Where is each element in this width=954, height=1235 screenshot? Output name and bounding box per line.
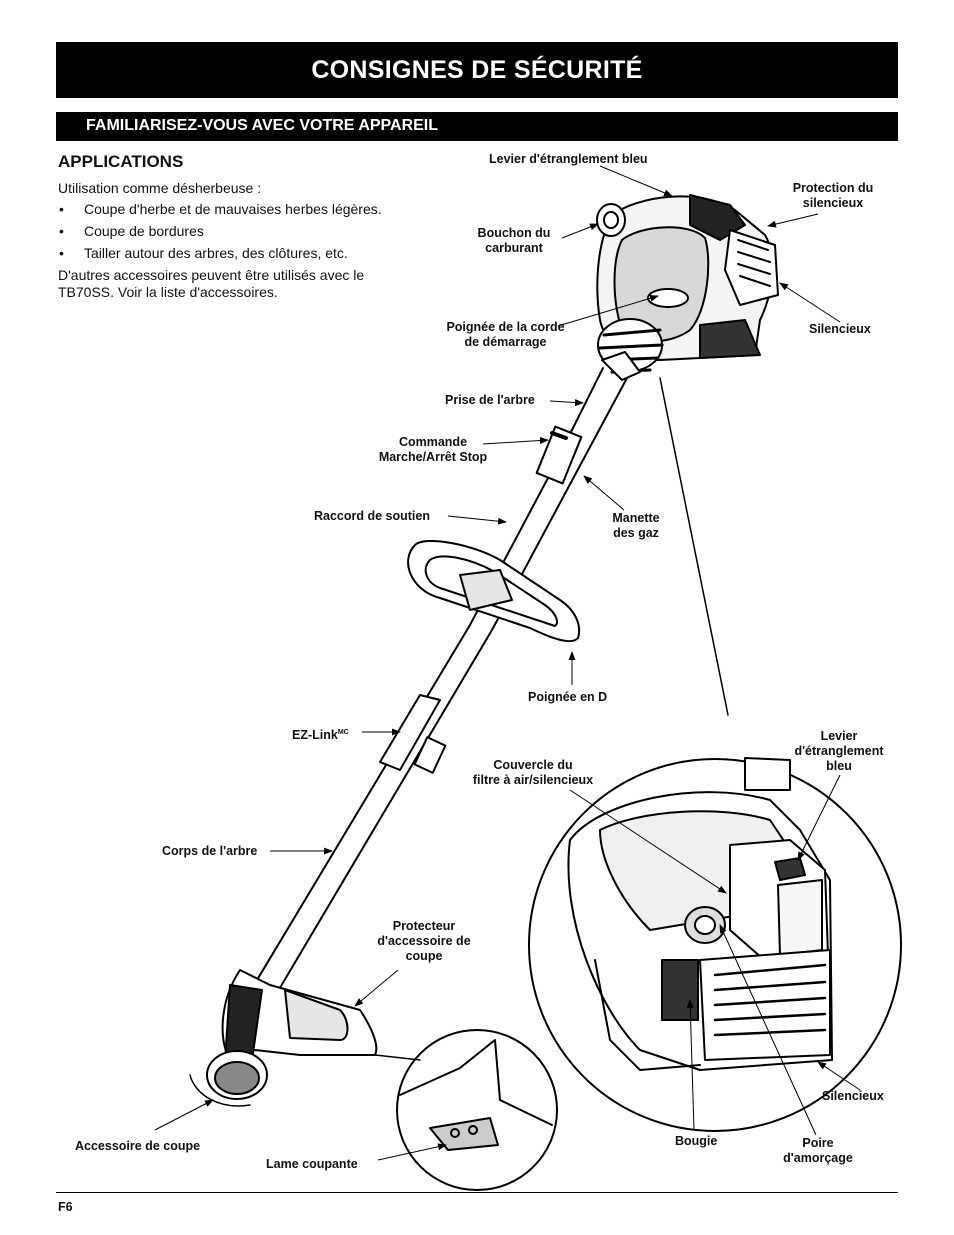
applications-heading: APPLICATIONS bbox=[58, 152, 184, 171]
label-muffler-guard-line-2: silencieux bbox=[802, 196, 864, 210]
applications-block: APPLICATIONS Utilisation comme désherbeu… bbox=[58, 152, 438, 301]
label-ezlink-text: EZ-Link bbox=[292, 728, 338, 743]
label-d-handle: Poignée en D bbox=[528, 690, 608, 704]
applications-intro: Utilisation comme désherbeuse : bbox=[58, 180, 262, 196]
ezlink-coupler bbox=[379, 694, 441, 771]
label-blade: Lame coupante bbox=[266, 1157, 358, 1171]
label-ezlink-mark: MC bbox=[337, 729, 349, 736]
label-primer-line-1: Poire bbox=[802, 1136, 834, 1150]
label-choke-detail: Levier d'étranglement bleu bbox=[784, 729, 894, 774]
label-onoff-line-2: Marche/Arrêt Stop bbox=[378, 450, 488, 464]
engine-illustration bbox=[596, 194, 779, 381]
label-throttle-line-2: des gaz bbox=[613, 526, 659, 540]
title-bar: CONSIGNES DE SÉCURITÉ bbox=[56, 42, 898, 98]
label-spark-plug: Bougie bbox=[675, 1134, 718, 1148]
callout-arrows bbox=[154, 165, 861, 1161]
label-choke-top: Levier d'étranglement bleu bbox=[489, 152, 648, 166]
label-ezlink: EZ-LinkMC bbox=[292, 725, 349, 743]
list-item: Coupe de bordures bbox=[58, 223, 438, 240]
accessories-note-line-1: D'autres accessoires peuvent être utilis… bbox=[58, 267, 365, 283]
throttle-housing bbox=[535, 425, 583, 485]
label-primer-bulb: Poire d'amorçage bbox=[772, 1136, 864, 1166]
label-muffler-guard: Protection du silencieux bbox=[779, 181, 887, 211]
label-guard: Protecteur d'accessoire de coupe bbox=[364, 919, 484, 964]
applications-list: Coupe d'herbe et de mauvaises herbes lég… bbox=[58, 201, 438, 262]
accessories-note-line-2: TB70SS. Voir la liste d'accessoires. bbox=[58, 284, 278, 300]
lower-shaft bbox=[244, 624, 493, 1009]
label-muffler-detail: Silencieux bbox=[822, 1089, 884, 1103]
label-shaft-grip: Prise de l'arbre bbox=[445, 393, 535, 407]
label-throttle: Manette des gaz bbox=[600, 511, 672, 541]
footer-divider bbox=[56, 1192, 898, 1193]
label-muffler-guard-line-1: Protection du bbox=[792, 181, 874, 195]
label-muffler-top: Silencieux bbox=[809, 322, 871, 336]
label-starter-line-2: de démarrage bbox=[464, 335, 547, 349]
label-onoff-line-1: Commande bbox=[398, 435, 468, 449]
label-guard-line-1: Protecteur bbox=[392, 919, 456, 933]
label-fuel-cap: Bouchon du carburant bbox=[466, 226, 562, 256]
label-onoff-switch: Commande Marche/Arrêt Stop bbox=[364, 435, 502, 465]
page-number: F6 bbox=[58, 1200, 73, 1214]
label-air-filter-line-2: filtre à air/silencieux bbox=[472, 773, 594, 787]
label-fuel-cap-line-1: Bouchon du bbox=[477, 226, 551, 240]
label-fuel-cap-line-2: carburant bbox=[485, 241, 543, 255]
label-choke-detail-line-2: d'étranglement bbox=[794, 744, 884, 758]
label-guard-line-2: d'accessoire de bbox=[377, 934, 471, 948]
label-throttle-line-1: Manette bbox=[612, 511, 660, 525]
label-choke-detail-line-3: bleu bbox=[826, 759, 852, 773]
label-starter-line-1: Poignée de la corde bbox=[446, 320, 565, 334]
label-primer-line-2: d'amorçage bbox=[783, 1151, 853, 1165]
section-bar: FAMILIARISEZ-VOUS AVEC VOTRE APPAREIL bbox=[56, 112, 898, 141]
page-title: CONSIGNES DE SÉCURITÉ bbox=[311, 55, 643, 84]
section-title: FAMILIARISEZ-VOUS AVEC VOTRE APPAREIL bbox=[86, 117, 439, 134]
label-guard-line-3: coupe bbox=[405, 949, 443, 963]
blade-detail-circle bbox=[396, 1029, 558, 1191]
label-starter-handle: Poignée de la corde de démarrage bbox=[433, 320, 578, 350]
label-coupler: Raccord de soutien bbox=[314, 509, 430, 523]
accessories-note: D'autres accessoires peuvent être utilis… bbox=[58, 267, 438, 301]
label-shaft-body: Corps de l'arbre bbox=[162, 844, 258, 858]
label-air-filter-line-1: Couvercle du bbox=[493, 758, 573, 772]
list-item: Tailler autour des arbres, des clôtures,… bbox=[58, 245, 438, 262]
label-choke-detail-line-1: Levier bbox=[820, 729, 858, 743]
label-air-filter: Couvercle du filtre à air/silencieux bbox=[458, 758, 608, 788]
list-item: Coupe d'herbe et de mauvaises herbes lég… bbox=[58, 201, 438, 218]
label-cutting-attachment: Accessoire de coupe bbox=[75, 1139, 201, 1153]
